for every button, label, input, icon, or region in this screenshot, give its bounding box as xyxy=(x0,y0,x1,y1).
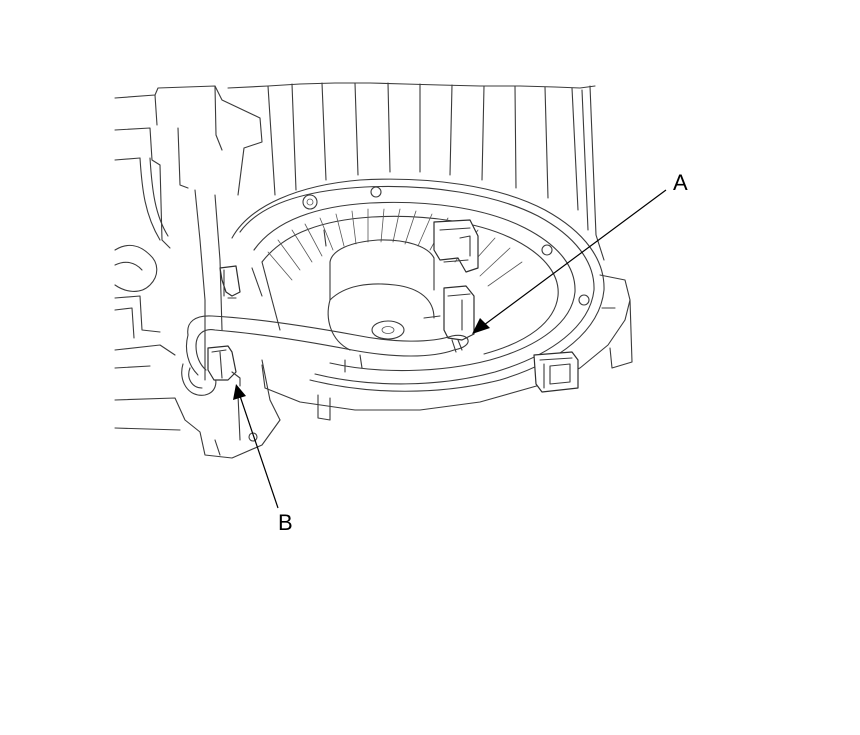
callout-a: A xyxy=(472,170,688,334)
callout-b-leader xyxy=(239,395,279,509)
callout-a-arrowhead xyxy=(472,318,490,334)
motor-hub xyxy=(327,239,435,351)
callout-b: B xyxy=(233,384,293,535)
callout-a-leader xyxy=(483,189,667,326)
callout-label-b: B xyxy=(278,510,293,535)
harness-clip-b xyxy=(207,345,241,387)
connector-a xyxy=(423,219,479,353)
wire-harness xyxy=(181,315,469,396)
blower-scroll-ring xyxy=(231,178,633,421)
callout-label-a: A xyxy=(673,170,688,195)
left-clip-bracket xyxy=(219,265,241,299)
left-housing xyxy=(114,85,281,459)
right-mounting-tab xyxy=(533,351,579,393)
upper-ribbed-housing xyxy=(227,82,605,261)
callout-b-arrowhead xyxy=(233,384,246,400)
